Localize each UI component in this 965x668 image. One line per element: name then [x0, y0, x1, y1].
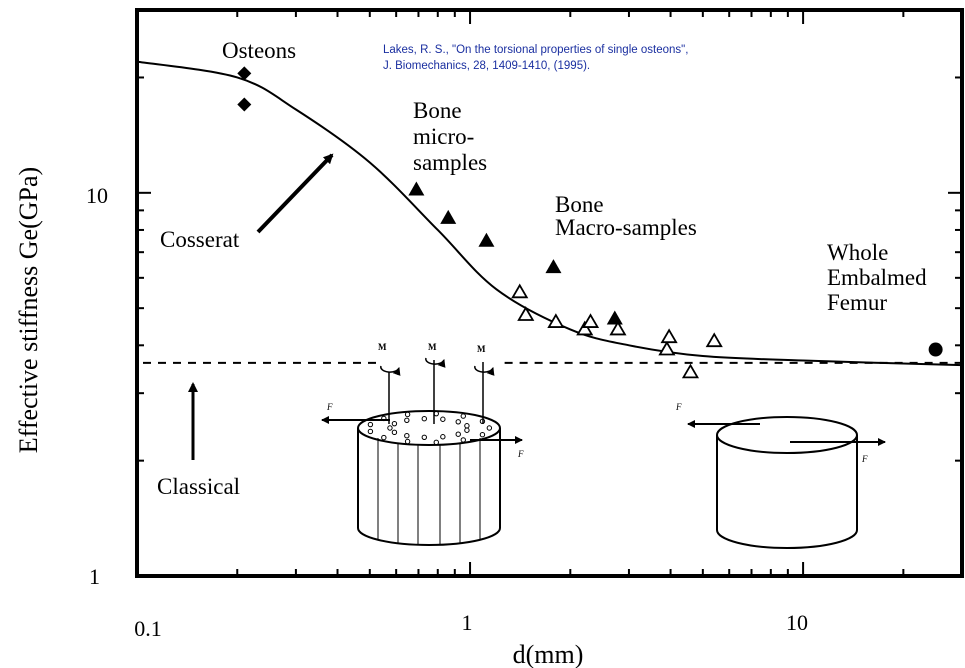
inset-moment-label-2: M [428, 342, 437, 352]
citation-line-1: Lakes, R. S., "On the torsional properti… [383, 44, 688, 56]
inset-force-label-2: F [517, 449, 524, 459]
osteon-dot [391, 420, 398, 427]
bone-macro-point [609, 320, 627, 336]
osteon-dot [404, 432, 410, 439]
inset-moment-label-1: M [378, 342, 387, 352]
osteon-dot [486, 425, 493, 431]
bone-macro-point [658, 340, 676, 356]
osteon-dot [421, 434, 427, 440]
annotation-bone-macro-1: Bone [555, 192, 604, 217]
bone-macro-point [547, 313, 565, 328]
y-tick-label-1: 1 [89, 564, 100, 589]
osteon-dot [455, 419, 461, 425]
annotation-whole-3: Femur [827, 290, 887, 315]
osteon-dot [460, 437, 466, 443]
osteon-dot [455, 431, 461, 437]
annotation-cosserat: Cosserat [160, 227, 240, 252]
osteon-dot [391, 429, 398, 436]
osteon-point [237, 66, 252, 81]
bone-micro-point [545, 259, 562, 274]
inset-plain-cylinder: F F [675, 402, 886, 549]
y-axis-label: Effective stiffness Ge(GPa) [14, 167, 43, 453]
inset-force-label-1: F [326, 402, 333, 412]
osteon-dot [421, 416, 427, 422]
osteon-dot [367, 428, 374, 435]
osteon-dot [464, 427, 470, 433]
annotation-whole-1: Whole [827, 240, 888, 265]
osteon-dot [367, 421, 374, 428]
annotation-bone-micro-1: Bone [413, 98, 462, 123]
bone-macro-point [517, 306, 535, 321]
osteon-dot [387, 425, 393, 431]
x-tick-label-1: 1 [462, 610, 473, 635]
osteon-dot [440, 434, 446, 440]
inset-force-label-3: F [675, 402, 682, 412]
bone-micro-point [408, 181, 425, 196]
osteon-dot [440, 416, 446, 422]
osteon-dot [479, 432, 486, 438]
annotation-classical: Classical [157, 474, 240, 499]
osteon-point [237, 97, 252, 112]
osteon-dot [404, 417, 410, 424]
annotation-bone-micro-2: micro- [413, 124, 474, 149]
osteon-dot [404, 438, 411, 445]
bone-macro-point [660, 328, 678, 344]
inset-osteon-cylinder: F F M M M [321, 342, 524, 546]
osteon-dot [433, 439, 439, 446]
bone-micro-point [440, 209, 457, 224]
bone-macro-point [581, 313, 600, 328]
bone-micro-point [606, 310, 623, 325]
y-tick-label-10: 10 [86, 183, 108, 208]
axis-ticks [136, 9, 963, 577]
annotation-osteons: Osteons [222, 38, 296, 63]
osteon-dot [381, 434, 387, 441]
osteon-dot [460, 413, 466, 419]
x-tick-label-10: 10 [786, 610, 808, 635]
cosserat-arrow [256, 153, 334, 234]
plot-frame [135, 8, 964, 578]
x-tick-label-0.1: 0.1 [134, 616, 162, 641]
data-points [237, 66, 943, 379]
inset-moment-label-3: M [477, 344, 486, 354]
annotation-bone-micro-3: samples [413, 150, 487, 175]
osteon-dot [464, 423, 470, 429]
x-axis-label: d(mm) [513, 640, 584, 668]
citation-line-2: J. Biomechanics, 28, 1409-1410, (1995). [383, 60, 590, 72]
bone-macro-point [681, 363, 700, 379]
bone-macro-point [576, 320, 594, 336]
bone-micro-point [478, 232, 495, 247]
cosserat-curve [136, 60, 963, 367]
bone-macro-point [511, 283, 529, 299]
bone-macro-point [705, 332, 723, 348]
inset-force-label-4: F [861, 454, 868, 464]
annotation-bone-macro-2: Macro-samples [555, 215, 697, 240]
femur-point [928, 342, 943, 357]
annotation-whole-2: Embalmed [827, 265, 927, 290]
osteon-dot [404, 411, 411, 418]
